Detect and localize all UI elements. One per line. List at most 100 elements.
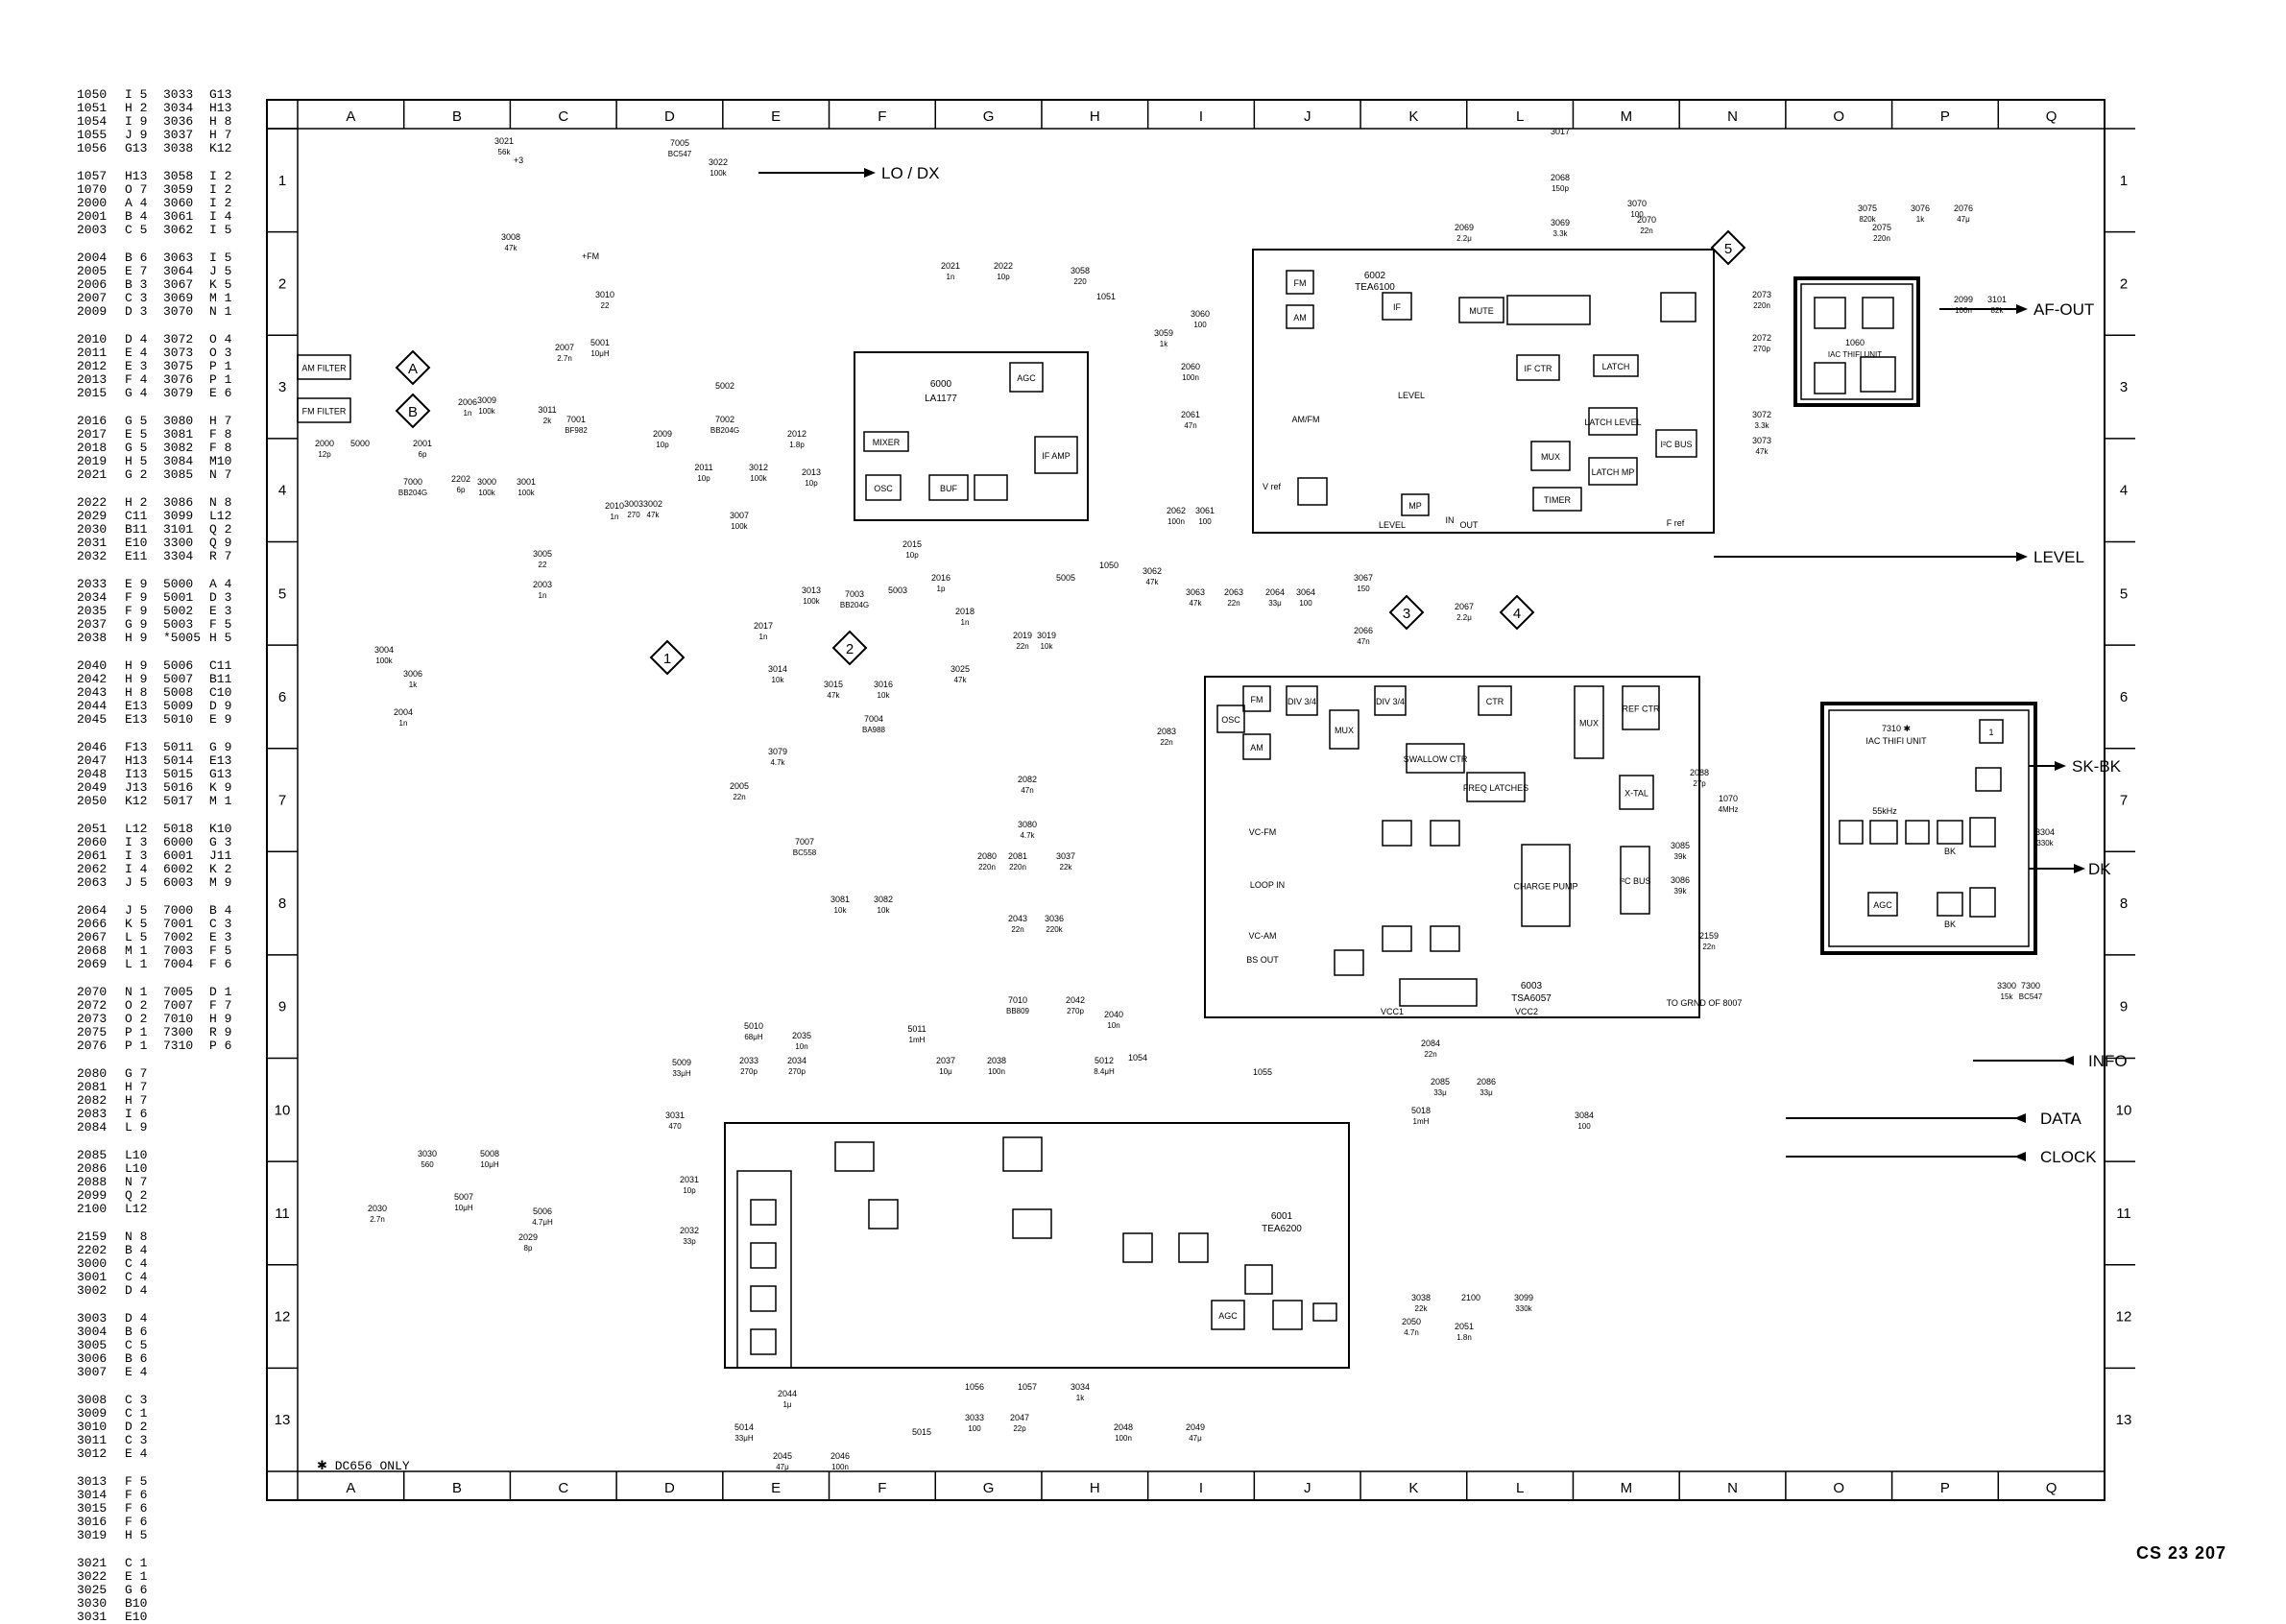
index-ref: 2099: [77, 1188, 108, 1203]
part-value: 1k: [1916, 215, 1925, 224]
index-ref: 7002: [163, 930, 194, 944]
part-value: 22n: [1227, 599, 1239, 608]
index-location: K12: [209, 141, 232, 155]
part-value: 27p: [1693, 779, 1706, 788]
part-ref: 2004: [394, 707, 413, 717]
row-label-right: 11: [2116, 1206, 2131, 1222]
column-label-bottom: E: [771, 1480, 781, 1496]
index-location: H 9: [125, 631, 148, 645]
index-location: F 9: [125, 604, 148, 618]
part-value: 470: [668, 1122, 682, 1131]
info-label: INFO: [2088, 1052, 2128, 1070]
index-location: B 6: [125, 1351, 148, 1366]
index-ref: 3069: [163, 291, 194, 305]
part-ref: 5006: [533, 1206, 552, 1216]
part-ref: 2070: [1637, 215, 1656, 225]
ic6002-timer-box: [1532, 487, 1582, 512]
index-location: E 9: [125, 577, 148, 591]
part-ref: 3031: [665, 1111, 685, 1120]
index-location: N 7: [125, 1175, 148, 1189]
index-ref: 5008: [163, 685, 194, 700]
u1060-amp-box: [1860, 356, 1896, 393]
index-ref: 3062: [163, 223, 194, 237]
arrow-head: [2062, 1056, 2074, 1065]
index-location: I 9: [125, 114, 148, 129]
part-ref: 3030: [418, 1149, 437, 1158]
part-value: 220n: [1753, 301, 1770, 310]
index-location: D 3: [209, 590, 232, 605]
part-value: BB204G: [840, 601, 869, 609]
column-label-top: G: [983, 108, 995, 125]
part-ref: 2202: [451, 474, 470, 484]
marker-diamond: [1388, 594, 1425, 631]
index-location: D 2: [125, 1420, 148, 1434]
index-location: H 9: [125, 658, 148, 673]
row-label-right: 4: [2120, 483, 2128, 499]
part-ref: 2042: [1066, 995, 1085, 1005]
index-ref: 2081: [77, 1080, 108, 1094]
ic6002-ref: 6002: [1364, 271, 1386, 281]
part-value: 33μ: [1480, 1088, 1493, 1097]
ic6002-if-label: IF: [1393, 302, 1402, 312]
u7310-filter1-box: [1869, 820, 1898, 845]
index-location: C 3: [209, 917, 232, 931]
part-value: 330k: [1515, 1304, 1532, 1313]
index-location: E10: [125, 536, 148, 550]
arrow-head: [2014, 1152, 2026, 1161]
part-value: 1.8n: [1456, 1333, 1472, 1342]
u1060-ref: 1060: [1845, 338, 1865, 347]
ic6002-out-label: OUT: [1460, 520, 1480, 530]
clock-label: CLOCK: [2040, 1148, 2097, 1166]
part-ref: 7000: [403, 477, 422, 487]
part-value: 22n: [1702, 943, 1715, 951]
u7310-sw1-box: [1969, 817, 1996, 848]
index-location: L12: [209, 509, 232, 523]
index-location: E13: [125, 712, 148, 727]
part-value: 47k: [1190, 599, 1203, 608]
index-location: E 7: [125, 264, 148, 278]
ic6002-vref-box: [1297, 477, 1328, 506]
row-label-right: 9: [2120, 999, 2128, 1015]
part-ref: 7004: [864, 714, 883, 724]
index-location: G 9: [125, 617, 148, 632]
index-ref: 3007: [77, 1365, 108, 1379]
part-value: 220n: [1009, 863, 1026, 872]
arrow-head: [2016, 304, 2028, 314]
column-label-top: C: [558, 108, 568, 125]
ic6003-fm-box: [1242, 685, 1271, 712]
arrow-head: [864, 168, 876, 178]
ic6003-mux1-box: [1329, 709, 1360, 750]
ic6003-div1-box: [1286, 685, 1318, 716]
index-location: I 5: [209, 223, 232, 237]
part-ref: 2013: [802, 467, 821, 477]
row-label-right: 8: [2120, 896, 2128, 912]
arrow-head: [2014, 1113, 2026, 1123]
u7310-agc-label: AGC: [1873, 900, 1892, 910]
part-ref: 2007: [555, 343, 574, 352]
u1060-outline: [1793, 276, 1920, 407]
index-ref: 2069: [77, 957, 108, 971]
index-ref: 2033: [77, 577, 108, 591]
index-ref: 2034: [77, 590, 108, 605]
part-ref: 2085: [1431, 1077, 1450, 1087]
index-location: F 7: [209, 998, 232, 1013]
marker-diamond: [395, 349, 431, 386]
part-value: BA988: [862, 726, 886, 734]
index-location: P 1: [125, 1039, 148, 1053]
index-ref: 6000: [163, 835, 194, 849]
index-location: H 9: [209, 1012, 232, 1026]
u7310-one-box: [1979, 719, 2004, 744]
part-value: 33μH: [672, 1069, 691, 1078]
ic6003-ctr-box: [1478, 685, 1512, 716]
part-ref: 2012: [787, 429, 806, 439]
part-ref: 3004: [374, 645, 394, 655]
